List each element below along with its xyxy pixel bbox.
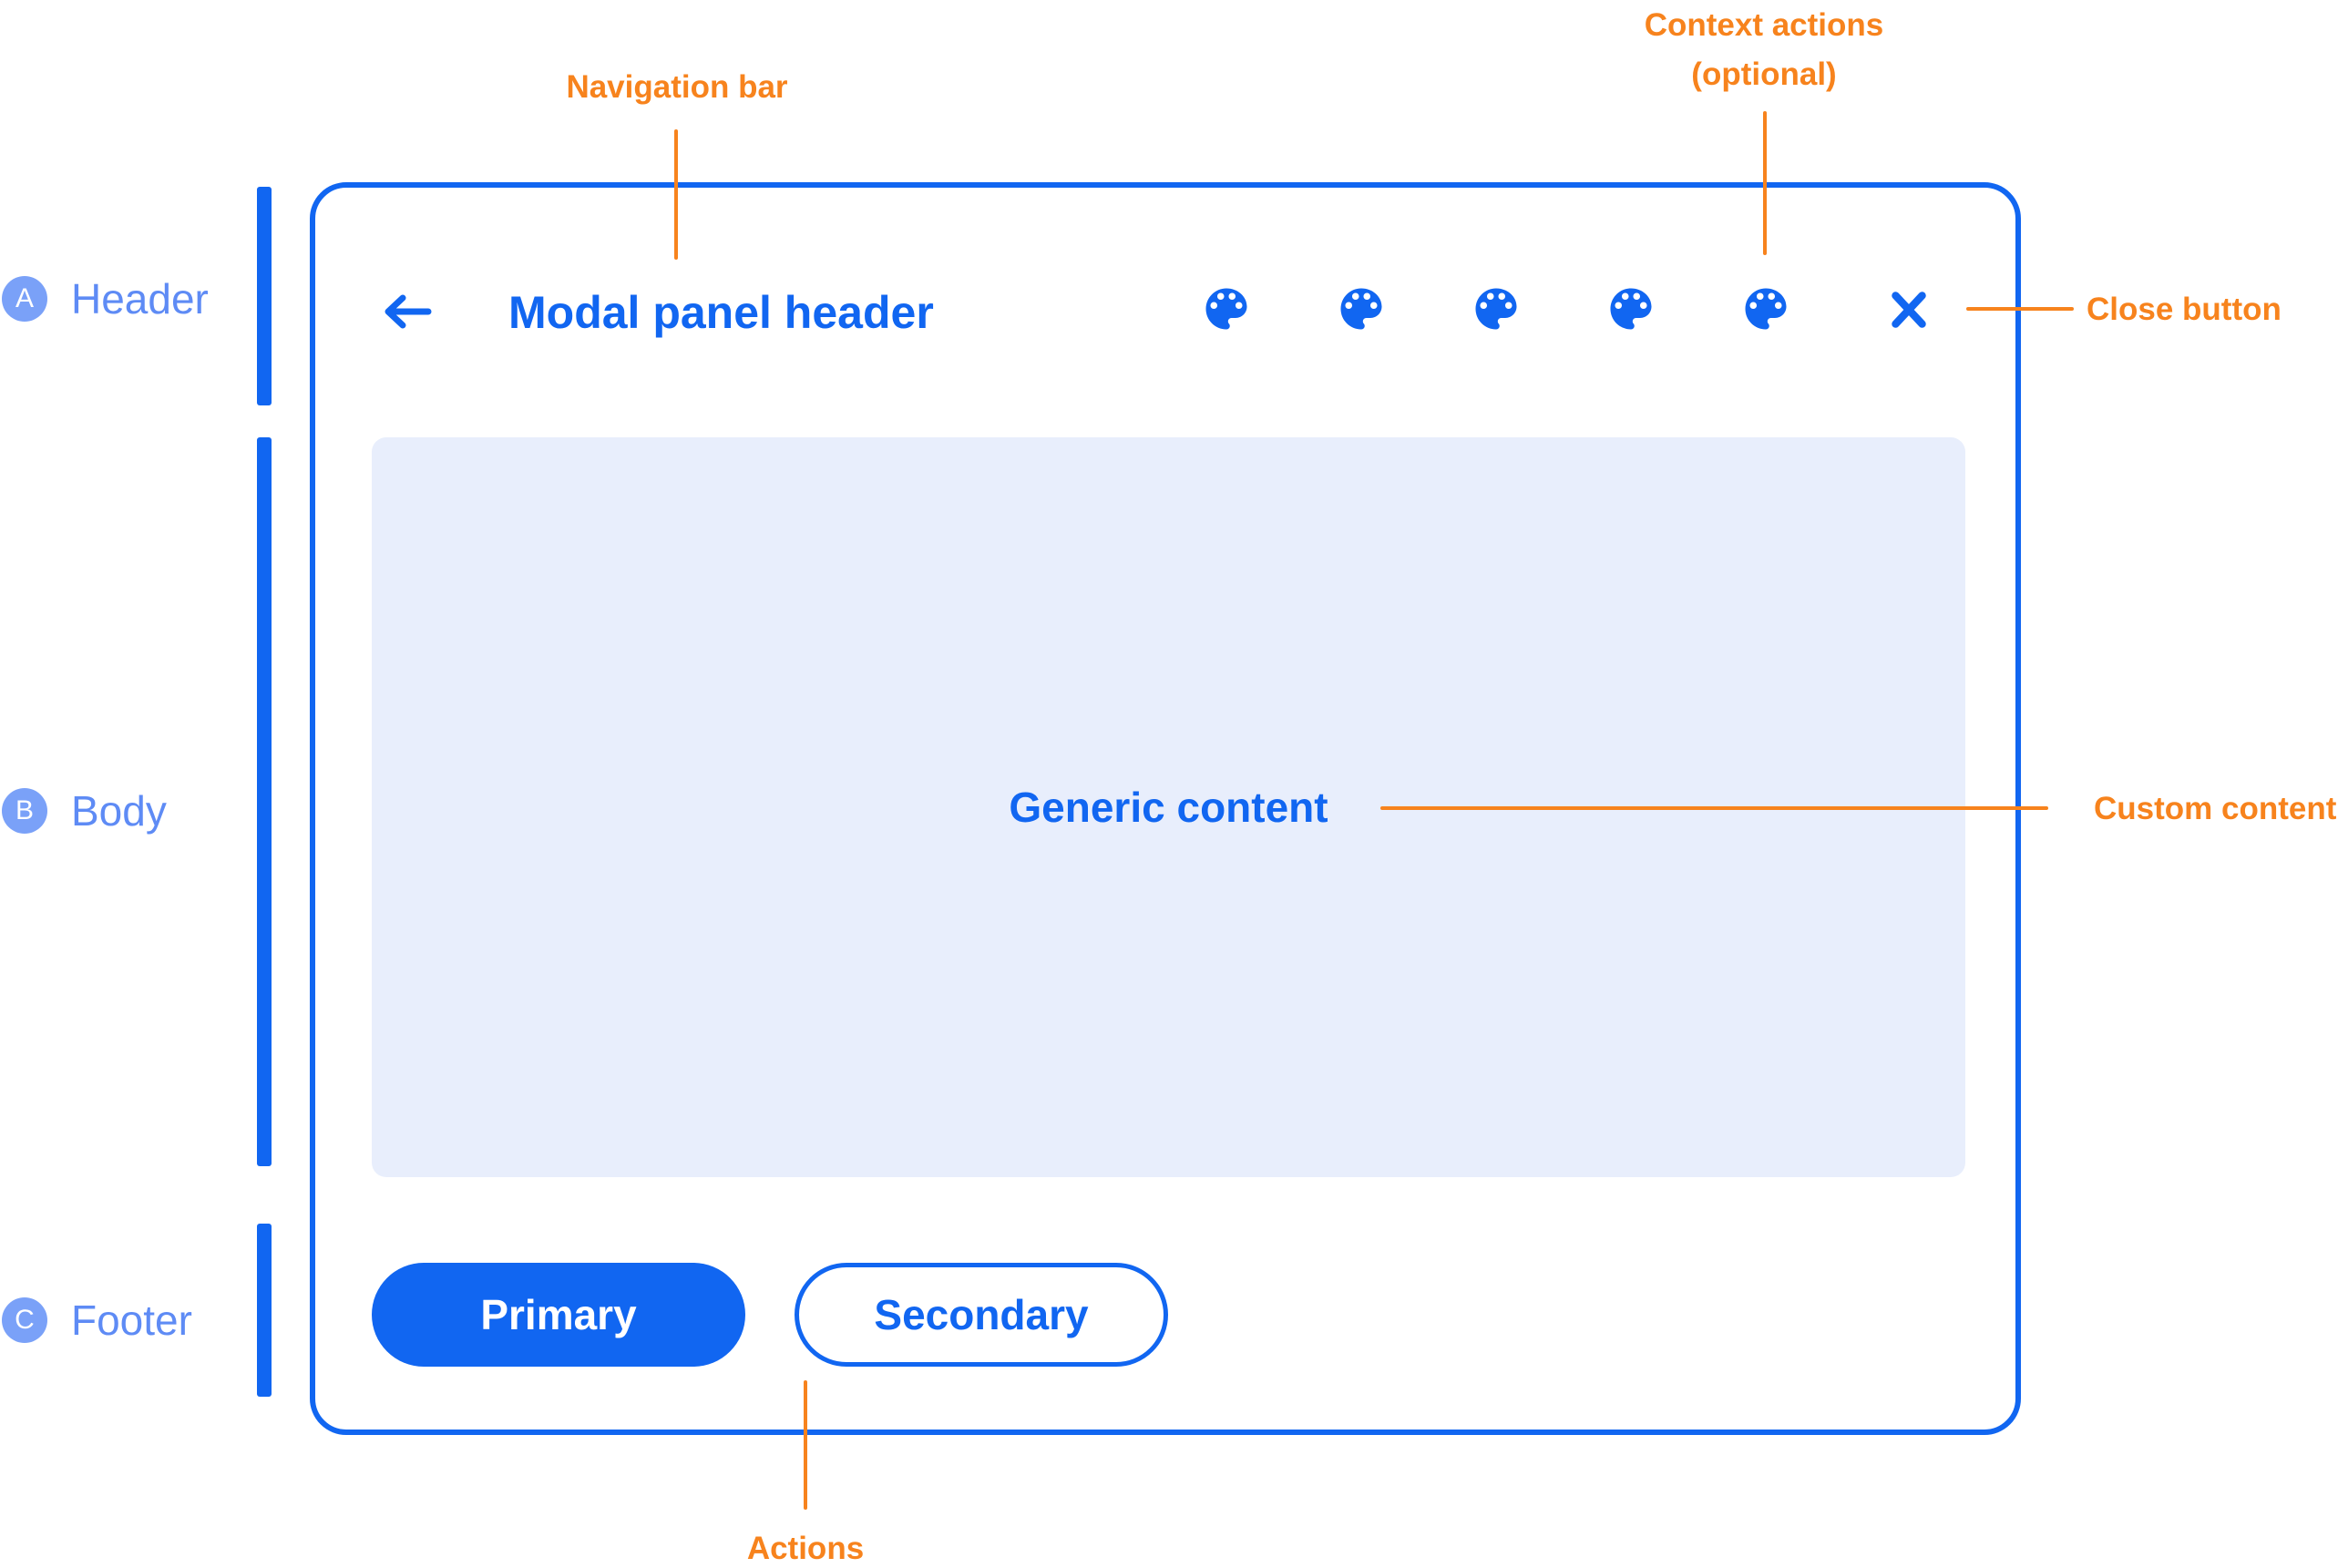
palette-icon	[1199, 288, 1254, 339]
annotation-line-actions	[804, 1380, 807, 1510]
annotation-line-context-actions	[1763, 111, 1767, 255]
context-action-button[interactable]	[1604, 282, 1658, 336]
generic-content-label: Generic content	[1009, 784, 1328, 831]
marker-header: A Header	[2, 276, 209, 322]
close-button[interactable]	[1886, 287, 1932, 333]
palette-icon	[1334, 288, 1389, 339]
palette-icon	[1738, 288, 1793, 339]
context-action-button[interactable]	[1469, 282, 1523, 336]
marker-footer: C Footer	[2, 1297, 192, 1343]
annotation-line-close-button	[1966, 307, 2074, 311]
marker-label-header: Header	[71, 275, 209, 323]
marker-badge-b: B	[2, 788, 47, 834]
annotation-context-actions-line1: Context actions	[1644, 7, 1884, 43]
primary-button[interactable]: Primary	[372, 1263, 745, 1367]
arrow-left-icon	[381, 294, 434, 334]
annotation-line-navigation-bar	[674, 129, 678, 260]
marker-label-footer: Footer	[71, 1296, 192, 1344]
marker-badge-a: A	[2, 276, 47, 322]
close-x-icon	[1886, 292, 1932, 335]
palette-icon	[1469, 288, 1523, 339]
body-section-bar	[257, 437, 272, 1166]
secondary-button[interactable]: Secondary	[795, 1263, 1168, 1367]
annotation-custom-content: Custom content	[2094, 791, 2337, 826]
annotation-close-button: Close button	[2087, 292, 2282, 327]
context-action-button[interactable]	[1334, 282, 1389, 336]
annotation-actions: Actions	[746, 1531, 865, 1566]
header-section-bar	[257, 187, 272, 405]
context-action-button[interactable]	[1738, 282, 1793, 336]
marker-badge-c: C	[2, 1297, 47, 1343]
annotation-context-actions: Context actions (optional)	[1627, 7, 1901, 93]
annotation-line-custom-content	[1380, 806, 2048, 810]
annotation-navigation-bar: Navigation bar	[566, 69, 788, 105]
palette-icon	[1604, 288, 1658, 339]
footer-section-bar	[257, 1224, 272, 1397]
modal-title: Modal panel header	[508, 287, 934, 338]
marker-body: B Body	[2, 788, 167, 834]
context-actions	[1199, 282, 1793, 336]
back-button[interactable]	[381, 292, 434, 332]
context-action-button[interactable]	[1199, 282, 1254, 336]
marker-label-body: Body	[71, 787, 167, 835]
annotation-context-actions-line2: (optional)	[1691, 56, 1837, 92]
